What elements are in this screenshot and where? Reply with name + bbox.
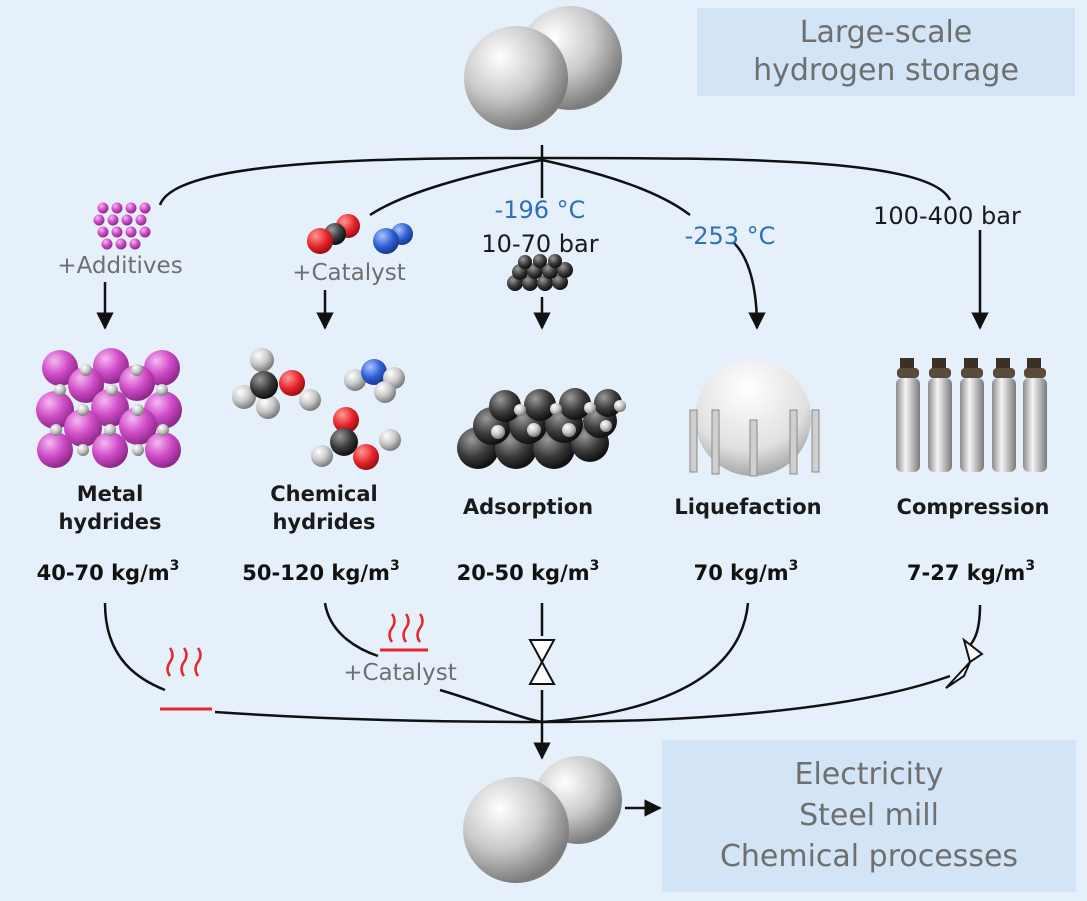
additives-particles-icon bbox=[93, 202, 151, 250]
application-electricity: Electricity bbox=[794, 757, 944, 792]
application-steel-mill: Steel mill bbox=[799, 798, 939, 833]
density-adsorption: 20-50 kg/m3 bbox=[440, 558, 616, 585]
density-value: 70 kg/m bbox=[693, 561, 789, 585]
applications-box: Electricity Steel mill Chemical processe… bbox=[662, 740, 1076, 892]
method-name-line: hydrides bbox=[58, 510, 162, 534]
compression-pressure-label: 100-400 bar bbox=[873, 202, 1021, 230]
density-value: 50-120 kg/m bbox=[242, 561, 390, 585]
storage-title-line-1: Large-scale bbox=[799, 15, 973, 50]
adsorbent-small-icon bbox=[507, 254, 573, 291]
adsorption-pressure-label: 10-70 bar bbox=[481, 230, 599, 258]
catalyst-input-label: +Catalyst bbox=[292, 260, 406, 286]
additives-label: +Additives bbox=[57, 253, 183, 279]
heat-icon bbox=[160, 647, 212, 711]
storage-title-box: Large-scale hydrogen storage bbox=[697, 8, 1075, 96]
method-adsorption: Adsorption bbox=[462, 495, 594, 519]
method-name-line: Chemical bbox=[270, 482, 378, 506]
metal-hydride-lattice-icon bbox=[36, 348, 182, 468]
method-chemical-hydrides: Chemical hydrides bbox=[246, 480, 402, 536]
collection-lines bbox=[103, 602, 982, 817]
method-metal-hydrides: Metal hydrides bbox=[40, 480, 180, 536]
density-exponent: 3 bbox=[389, 558, 400, 574]
valve-icon bbox=[528, 639, 556, 685]
gas-cylinder-icon bbox=[896, 358, 1047, 472]
adsorbent-layer-icon bbox=[457, 388, 626, 469]
hydrogen-molecule-icon bbox=[464, 6, 622, 130]
catalyst-molecules-icon bbox=[307, 214, 413, 254]
density-exponent: 3 bbox=[589, 558, 600, 574]
catalyst-output-label: +Catalyst bbox=[343, 660, 457, 686]
distribution-lines bbox=[96, 145, 989, 330]
hydrogen-molecule-icon bbox=[463, 756, 622, 883]
valve-icon bbox=[945, 637, 984, 689]
liquefaction-temperature-label: -253 °C bbox=[684, 222, 776, 250]
chemical-hydride-molecules-icon bbox=[232, 348, 405, 470]
density-chemical-hydrides: 50-120 kg/m3 bbox=[228, 558, 414, 585]
density-value: 20-50 kg/m bbox=[456, 561, 590, 585]
method-compression: Compression bbox=[896, 495, 1050, 519]
storage-title-line-2: hydrogen storage bbox=[753, 53, 1019, 88]
heat-icon bbox=[380, 613, 428, 652]
density-compression: 7-27 kg/m3 bbox=[888, 558, 1054, 585]
method-name-line: Metal bbox=[76, 482, 144, 506]
adsorption-temperature-label: -196 °C bbox=[494, 196, 586, 224]
density-exponent: 3 bbox=[788, 558, 799, 574]
method-name-line: hydrides bbox=[272, 510, 376, 534]
density-exponent: 3 bbox=[1025, 558, 1036, 574]
density-value: 7-27 kg/m bbox=[906, 561, 1026, 585]
storage-sphere-icon bbox=[689, 360, 820, 477]
method-liquefaction: Liquefaction bbox=[674, 495, 822, 519]
density-exponent: 3 bbox=[169, 558, 180, 574]
application-chemical-processes: Chemical processes bbox=[719, 839, 1019, 874]
density-metal-hydrides: 40-70 kg/m3 bbox=[20, 558, 196, 585]
density-value: 40-70 kg/m bbox=[36, 561, 170, 585]
density-liquefaction: 70 kg/m3 bbox=[676, 558, 816, 585]
